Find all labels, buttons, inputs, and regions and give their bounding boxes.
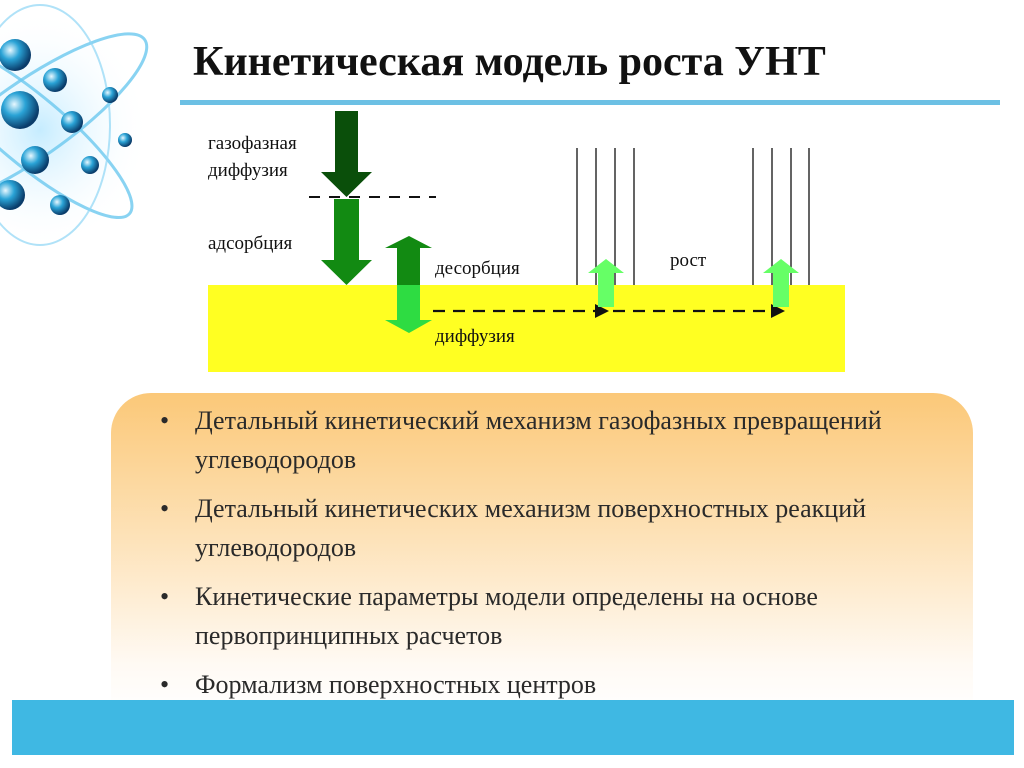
diffusion-arrowhead-right-icon (771, 304, 785, 318)
bullet-item: • Формализм поверхностных центров (160, 665, 990, 704)
desorption-arrow-down-icon (385, 285, 432, 333)
diffusion-arrowhead-left-icon (595, 304, 609, 318)
atom-logo-icon (0, 4, 150, 250)
label-adsorption: адсорбция (208, 233, 293, 254)
substrate-layer (208, 285, 845, 372)
bullet-panel (111, 393, 973, 713)
gas-diffusion-arrow-icon (321, 111, 372, 197)
adsorption-arrow-icon (321, 199, 372, 285)
growth-arrow-right-icon (763, 259, 799, 307)
bullet-text: Кинетические параметры модели определены… (195, 582, 818, 650)
bullet-marker: • (160, 406, 170, 435)
nanotube-right (752, 148, 810, 285)
label-diffusion: диффузия (435, 326, 515, 347)
label-growth: рост (670, 250, 707, 271)
nanotube-left (576, 148, 635, 285)
bullet-text: Детальный кинетический механизм газофазн… (195, 406, 882, 474)
growth-arrow-left-icon (588, 259, 624, 307)
bullet-text: Формализм поверхностных центров (195, 670, 597, 699)
slide-title: Кинетическая модель роста УНТ (193, 39, 826, 85)
bullet-marker: • (160, 670, 170, 699)
bullet-marker: • (160, 494, 170, 523)
label-desorption: десорбция (435, 258, 520, 279)
bullet-list: • Детальный кинетический механизм газофаз… (160, 401, 990, 714)
bullet-item: • Детальный кинетических механизм поверхн… (160, 489, 990, 567)
bullet-marker: • (160, 582, 170, 611)
desorption-arrow-up-icon (385, 236, 432, 285)
bullet-item: • Кинетические параметры модели определен… (160, 577, 990, 655)
growth-diagram (208, 111, 845, 372)
label-gas-diffusion-line2: диффузия (208, 160, 288, 181)
label-gas-diffusion-line1: газофазная (208, 133, 297, 154)
bullet-item: • Детальный кинетический механизм газофаз… (160, 401, 990, 479)
bullet-text: Детальный кинетических механизм поверхно… (195, 494, 867, 562)
footer-band (12, 700, 1014, 755)
title-underline (180, 100, 1000, 105)
